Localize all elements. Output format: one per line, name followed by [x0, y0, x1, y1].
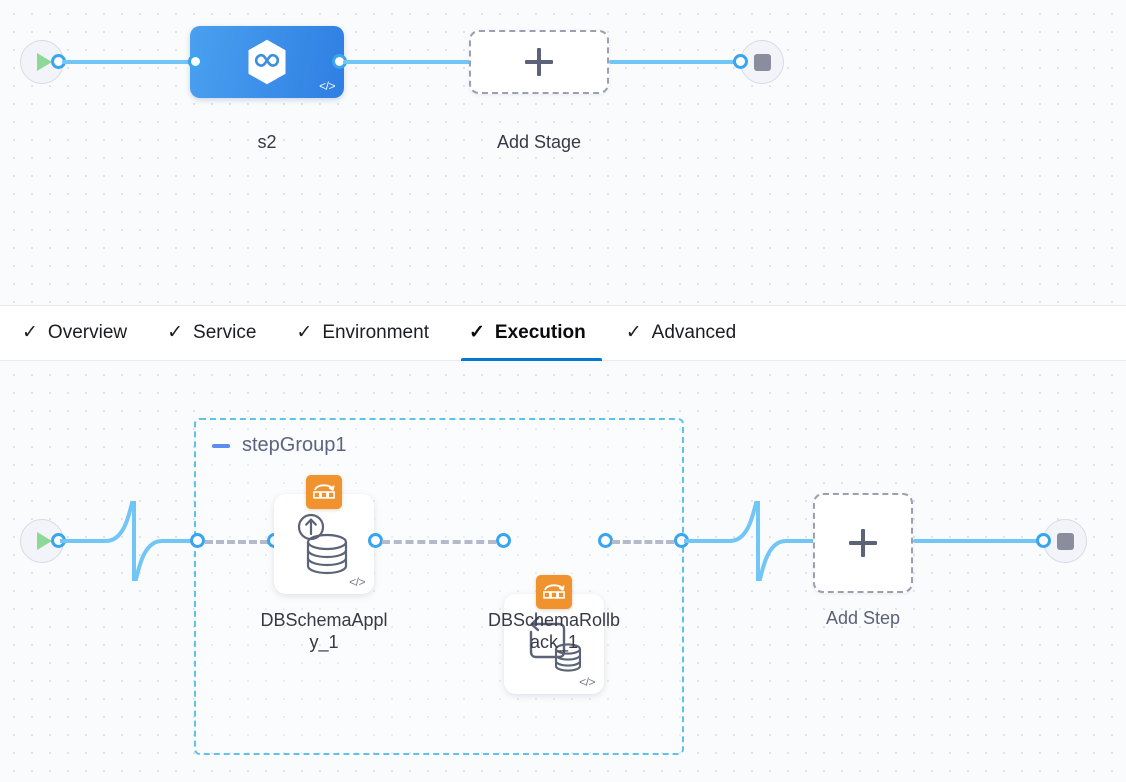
step2-input-port[interactable] — [496, 533, 511, 548]
check-icon: ✓ — [296, 321, 313, 343]
rollback-stage-badge-icon — [306, 475, 342, 509]
stage-graph-canvas[interactable]: </> s2 Add Stage — [0, 0, 1126, 305]
harness-hexagon-infinity-icon — [248, 39, 286, 85]
add-step-label: Add Step — [825, 608, 901, 628]
add-stage-label: Add Stage — [496, 132, 582, 152]
step2-code-badge-icon[interactable]: </> — [579, 675, 595, 689]
play-icon — [36, 53, 52, 71]
step1-label-line1: DBSchemaAppl — [260, 610, 388, 630]
step1-code-badge-icon[interactable]: </> — [349, 575, 365, 589]
tab-execution[interactable]: ✓ Execution — [460, 306, 618, 361]
step2-label-line2: ack_1 — [529, 631, 579, 652]
stage-input-port[interactable] — [188, 54, 203, 69]
step1-output-port[interactable] — [368, 533, 383, 548]
stage-node-label: s2 — [257, 132, 277, 152]
step1-label: DBSchemaAppl y_1 — [240, 610, 408, 654]
stop-icon — [753, 53, 771, 71]
tab-service-label: Service — [193, 322, 257, 343]
plus-icon — [525, 48, 553, 76]
play-icon — [36, 532, 52, 550]
tab-advanced[interactable]: ✓ Advanced — [618, 306, 768, 360]
minus-icon[interactable] — [212, 443, 230, 448]
link-group-entry-to-step1 — [205, 540, 268, 544]
check-icon: ✓ — [167, 321, 184, 343]
add-stage-button[interactable] — [469, 30, 609, 94]
execution-graph-canvas[interactable]: stepGroup1 — [0, 361, 1126, 782]
tab-environment[interactable]: ✓ Environment — [288, 306, 461, 360]
check-icon: ✓ — [625, 321, 642, 343]
plus-icon — [849, 529, 877, 557]
pipeline-end-port[interactable] — [733, 54, 748, 69]
add-step-button[interactable] — [813, 493, 913, 593]
link-step2-to-group-exit — [612, 540, 674, 544]
rollback-stage-badge-icon — [536, 575, 572, 609]
check-icon: ✓ — [468, 321, 485, 343]
link-start-to-stage — [62, 60, 200, 64]
database-rollback-arrow-icon — [504, 610, 604, 678]
tab-advanced-label: Advanced — [651, 322, 737, 343]
connector-curve-start — [60, 501, 200, 581]
check-icon: ✓ — [22, 321, 38, 343]
step-group-stepGroup1[interactable]: stepGroup1 — [194, 418, 684, 755]
execution-end-node[interactable] — [1043, 519, 1087, 563]
link-add-to-end — [609, 60, 746, 64]
link-addstep-to-end — [913, 539, 1045, 543]
link-step1-to-step2 — [382, 540, 496, 544]
stage-code-badge-icon[interactable]: </> — [319, 79, 335, 93]
link-stage-to-add — [343, 60, 471, 64]
stop-icon — [1056, 532, 1074, 550]
step2-label: DBSchemaRollb ack_1 — [470, 610, 638, 654]
connector-curve-end — [684, 501, 824, 581]
step1-label-line2: y_1 — [309, 631, 339, 652]
step2-label-line1: DBSchemaRollb — [487, 610, 621, 630]
tab-environment-label: Environment — [322, 322, 429, 343]
tab-overview-label: Overview — [47, 322, 128, 343]
step-node-db-schema-apply[interactable]: </> — [274, 475, 374, 594]
stage-config-tabbar[interactable]: ✓ Overview ✓ Service ✓ Environment ✓ Exe… — [0, 305, 1126, 361]
step-node-db-schema-rollback[interactable]: </> — [504, 575, 604, 694]
step-group-header[interactable]: stepGroup1 — [212, 434, 347, 457]
database-apply-up-arrow-icon — [274, 510, 374, 578]
stage-node-s2[interactable]: </> — [190, 26, 344, 98]
tab-service[interactable]: ✓ Service — [159, 306, 288, 360]
step-group-entry-port[interactable] — [190, 533, 205, 548]
step-group-title: stepGroup1 — [242, 434, 347, 456]
execution-end-port[interactable] — [1036, 533, 1051, 548]
step2-output-port[interactable] — [598, 533, 613, 548]
tab-overview[interactable]: ✓ Overview — [14, 306, 159, 360]
tab-execution-label: Execution — [494, 322, 586, 343]
